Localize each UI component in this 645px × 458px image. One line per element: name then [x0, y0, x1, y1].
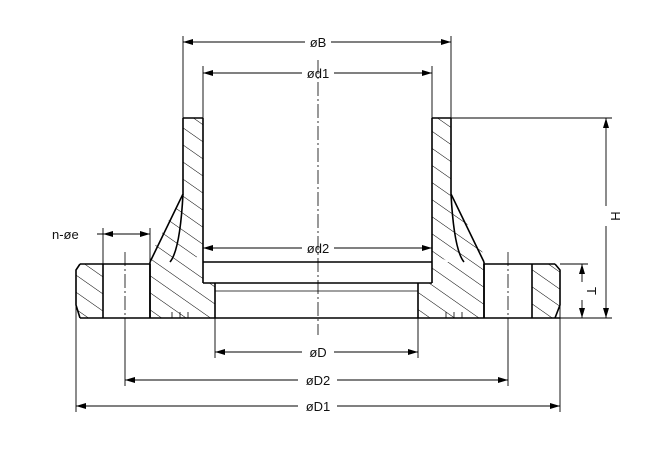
right-hub-hatch [432, 118, 484, 262]
right-flange-hatch [418, 262, 484, 318]
dimensions [75, 36, 612, 412]
label-B: øB [310, 35, 327, 50]
left-ring-hatch [76, 264, 103, 318]
center-lines [124, 60, 509, 335]
label-d1: ød1 [307, 66, 329, 81]
label-hole: n-øe [52, 227, 79, 242]
label-D2: øD2 [306, 373, 331, 388]
label-D: øD [309, 345, 326, 360]
label-T: T [584, 287, 599, 295]
label-D1: øD1 [306, 399, 331, 414]
right-ring-hatch [532, 264, 560, 318]
label-H: H [608, 211, 623, 220]
section-hatching [76, 118, 560, 318]
dimension-labels: øB ød1 ød2 øD øD2 øD1 n-øe H T [52, 35, 623, 414]
part-outline [75, 117, 561, 319]
left-hub-hatch [150, 118, 203, 262]
left-flange-hatch [150, 262, 215, 318]
label-d2: ød2 [307, 241, 329, 256]
